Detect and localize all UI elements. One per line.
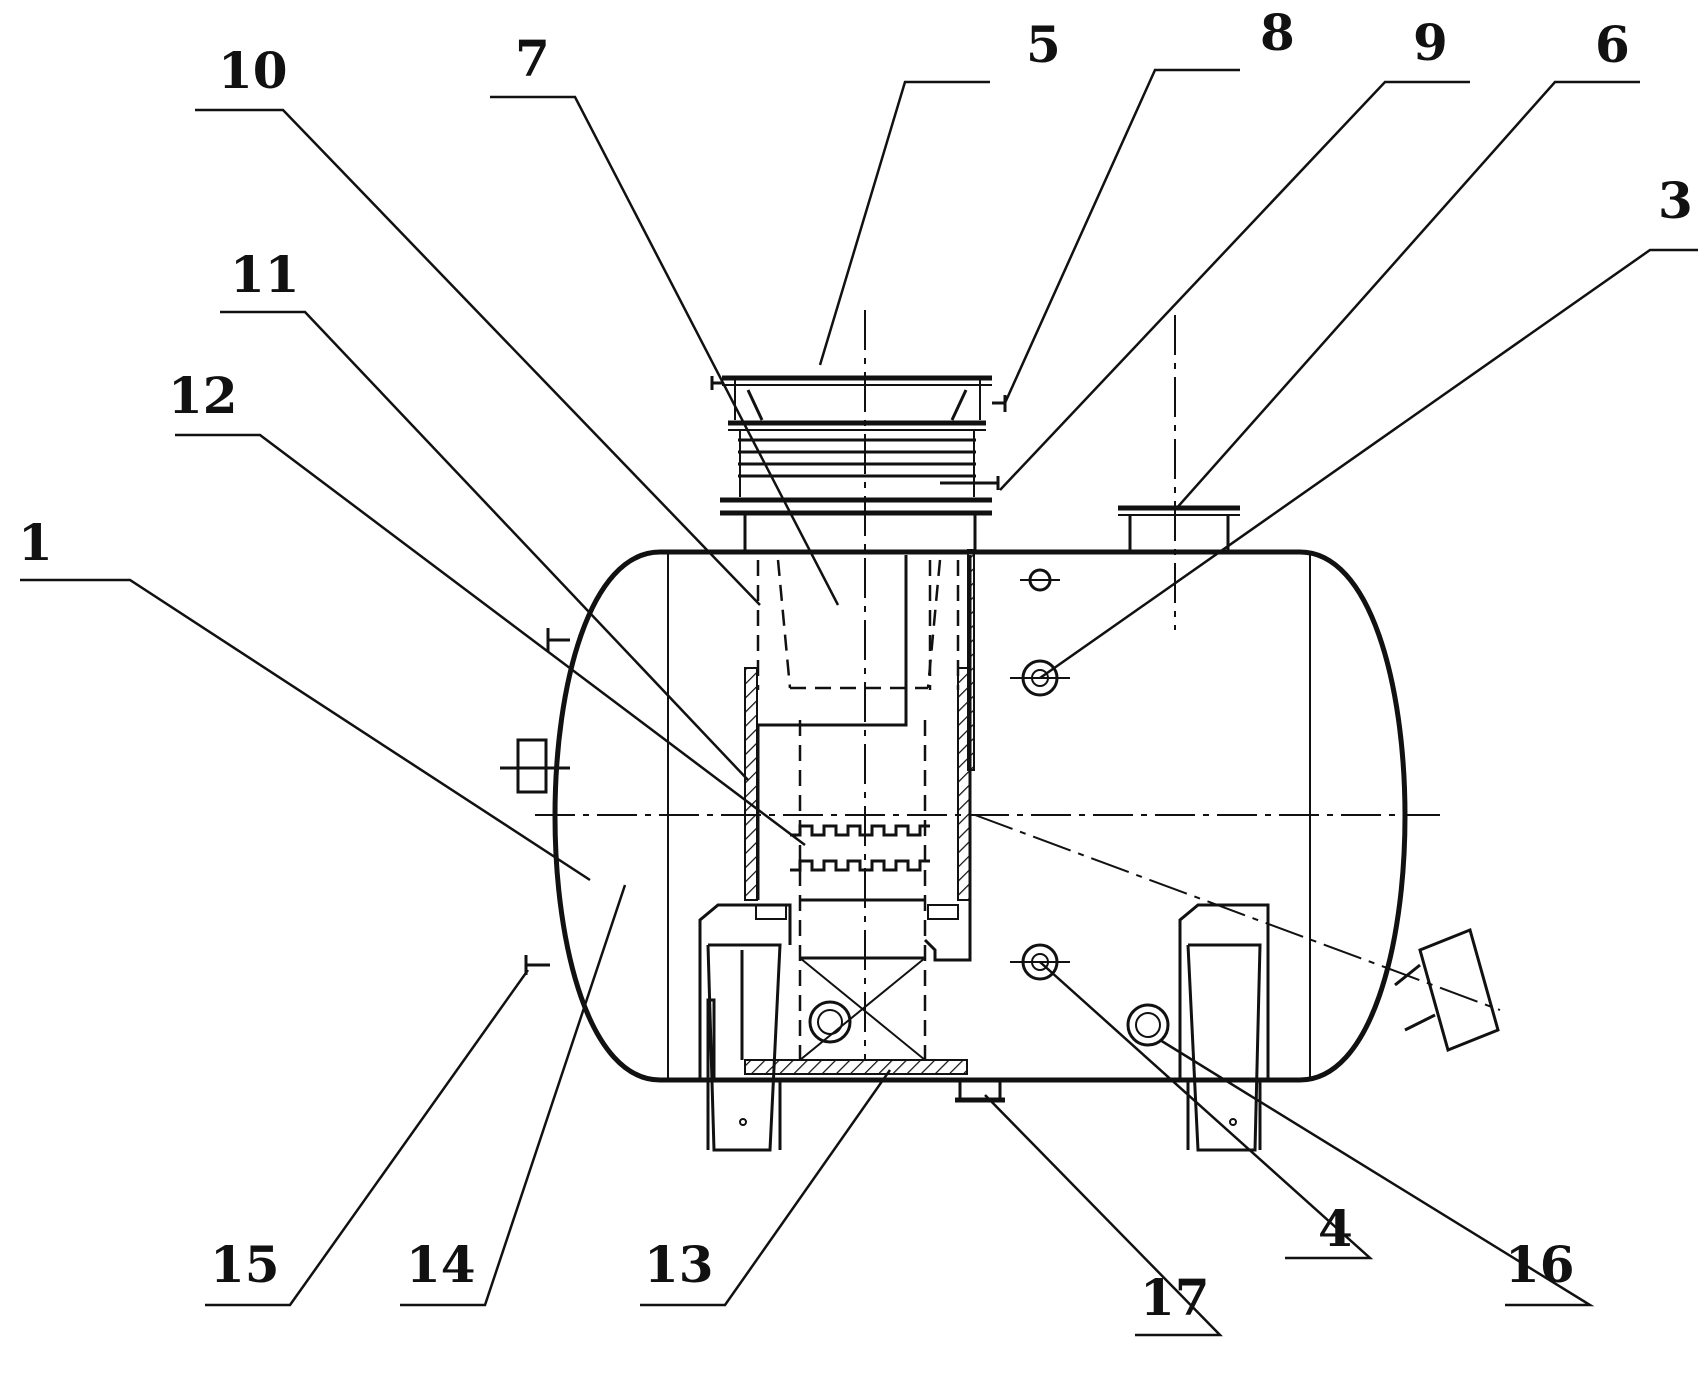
side-nozzles — [500, 628, 1500, 1103]
internal-structure — [740, 549, 975, 1075]
callout-10: 10 — [218, 41, 288, 100]
callout-1: 1 — [18, 513, 53, 572]
leader-lines — [20, 68, 1698, 1337]
callout-11: 11 — [230, 245, 300, 304]
callout-labels: 1 3 4 5 6 7 8 9 10 11 12 13 14 15 16 17 — [18, 3, 1693, 1327]
sight-ports — [808, 568, 1170, 1047]
callout-3: 3 — [1658, 171, 1693, 230]
callout-17: 17 — [1140, 1268, 1210, 1327]
callout-5: 5 — [1026, 15, 1061, 74]
saddle-supports — [698, 903, 1270, 1152]
vessel-shell — [535, 310, 1501, 1083]
callout-15: 15 — [210, 1235, 280, 1294]
top-stack — [710, 375, 1007, 552]
callout-9: 9 — [1413, 13, 1448, 72]
callout-12: 12 — [168, 366, 238, 425]
top-nozzle — [1118, 505, 1240, 552]
callout-14: 14 — [406, 1235, 476, 1294]
callout-16: 16 — [1505, 1235, 1575, 1294]
callout-7: 7 — [515, 29, 550, 88]
callout-6: 6 — [1595, 15, 1630, 74]
callout-8: 8 — [1260, 3, 1295, 62]
callout-4: 4 — [1318, 1199, 1353, 1258]
callout-13: 13 — [644, 1235, 714, 1294]
